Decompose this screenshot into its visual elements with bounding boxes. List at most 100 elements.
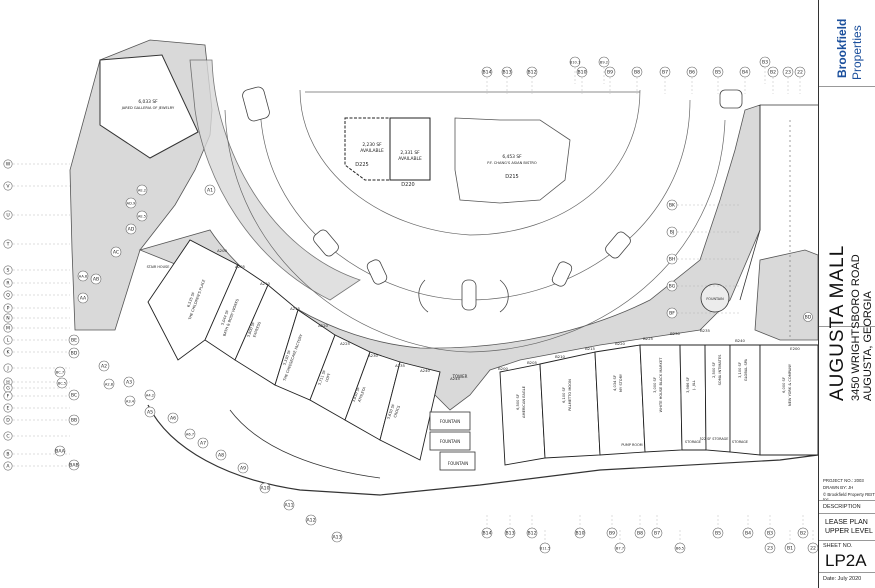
grid-top-8-bubble [659,66,671,78]
grid-top-3-bubble [569,56,581,68]
grid-left-13: H [6,380,9,386]
grid-top-5: B9.2 [600,61,608,65]
grid-inner-29: A11 [285,503,294,509]
grid-inner-4-bubble [110,246,122,258]
grid-top-15-bubble [794,66,806,78]
grid-bottom-3-bubble [539,542,551,554]
grid-bottom-9-bubble [674,542,686,554]
grid-right-1: BJ [670,230,675,236]
storage-label-2: 522 SF STORAGE [700,437,729,441]
fountains [429,283,730,471]
grid-bottom-8-bubble [651,527,663,539]
grid-bottom-2: B12 [528,531,537,537]
grid-left-9-bubble [3,323,13,333]
unit-number: A245 [450,376,460,381]
grid-right-wing-0-bubble [803,312,813,322]
grid-inner-1-bubble [125,197,137,209]
title-block: Brookfield Properties AUGUSTA MALL 3450 … [818,0,875,588]
fountain-label-2: FOUNTAIN [440,439,460,444]
grid-top-9: B6 [689,70,695,76]
grid-inner-8: A1 [207,188,213,194]
company-logo: Brookfield Properties [819,0,875,87]
feature-labels: FOUNTAIN FOUNTAIN FOUNTAIN FOUNTAIN TOWE… [147,265,748,466]
grid-bottom-14: B1 [787,546,793,552]
store-label-d225: 2,230 SF [362,142,382,148]
grid-top-13-bubble [767,66,779,78]
unit-number: A210 [260,281,270,286]
grid-inner-10: BD [71,351,78,357]
grid-top-15: 22 [797,70,803,76]
grid-inner-30: A12 [307,518,316,524]
store-label-mystory-name: MY STORY [619,373,623,392]
grid-top-0-bubble [481,66,493,78]
grid-left-15-bubble [3,391,13,401]
unit-number: A230 [368,353,378,358]
store-labels: 6,033 SF JARED GALLERIA OF JEWELRY 2,230… [121,99,537,188]
store-label-soma: 2,500 SF [712,362,716,378]
grid-inner-26-bubble [215,449,227,461]
grid-inner-12-bubble [56,377,68,389]
grid-top-11-bubble [739,66,751,78]
grid-left-18: C [6,434,9,440]
grid-bottom-15: B2 [800,531,806,537]
address-line1: 3450 WRIGHTSBORO ROAD [850,254,862,401]
mall-title: AUGUSTA MALL 3450 WRIGHTSBORO ROAD AUGUS… [819,86,875,401]
grid-left-0-bubble [3,159,13,169]
description-line2: UPPER LEVEL [825,528,873,535]
grid-inner-17-bubble [98,360,110,372]
store-label-nyco-name: NEW YORK & COMPANY [788,363,792,406]
grid-inner-2-bubble [136,210,148,222]
grid-top-8: B7 [662,70,668,76]
grid-left-12-bubble [3,363,13,373]
outer-wall-2 [229,409,381,479]
project-no: PROJECT NO.: 2003 [823,478,864,483]
store-label-childrens: 6,535 SF [186,292,195,308]
grid-bottom-6: B8 [637,531,643,537]
grid-top-3: B10.1 [570,61,580,65]
store-label-nyco: 6,000 SF [782,377,786,393]
jared-store [99,54,199,159]
unit-number: B215 [585,346,595,351]
grid-left-9: M [6,326,10,332]
unit-number: A205 [235,264,245,269]
pump-room-label: PUMP ROOM [621,443,642,447]
grid-inner-23: A6 [170,416,176,422]
grid-bottom-7-bubble [614,542,626,554]
store-label-crocs-name: CROCS [393,404,401,418]
sheet-no-label: SHEET NO. [823,543,853,549]
grid-left-16: E [7,406,10,412]
grid-inner-25-bubble [197,437,209,449]
store-label-palmetto: 6,100 SF [562,387,566,403]
grid-inner-6: AB [93,277,99,283]
grid-left-2: U [6,213,9,219]
copyright: © Brookfield Property REIT Inc. [823,492,875,502]
store-label-ae-name: AMERICAN EAGLE [522,385,526,418]
store-label-ae: 6,500 SF [516,394,520,410]
grid-bottom-8: B7 [654,531,660,537]
unit-number: A200 [217,248,227,253]
unit-number: B220 [615,341,625,346]
grid-right-4-bubble [666,307,678,319]
grid-bottom-4: B10 [576,531,585,537]
store-label-d225-name: AVAILABLE [360,148,384,154]
grid-bottom-10: B5 [715,531,721,537]
grid-top-13: B2 [770,70,776,76]
store-label-athleta-name: ATHLETA [357,386,366,403]
grid-inner-18: A2.8 [105,383,114,387]
grid-inner-13-bubble [68,389,80,401]
grid-inner-29-bubble [283,499,295,511]
center-stores [344,117,571,204]
grid-left-17-bubble [3,415,13,425]
grid-inner-10-bubble [68,347,80,359]
unit-number: E200 [790,346,800,351]
grid-top-4: B10 [578,70,587,76]
grid-top-10-bubble [712,66,724,78]
grid-inner-15: BAA [55,449,65,455]
grid-bottom-5-bubble [606,527,618,539]
grid-top-10: B5 [715,70,721,76]
fountain-label-4: FOUNTAIN [706,297,724,301]
grid-right-3: BG [669,284,676,290]
unit-d225: D225 [355,162,368,168]
